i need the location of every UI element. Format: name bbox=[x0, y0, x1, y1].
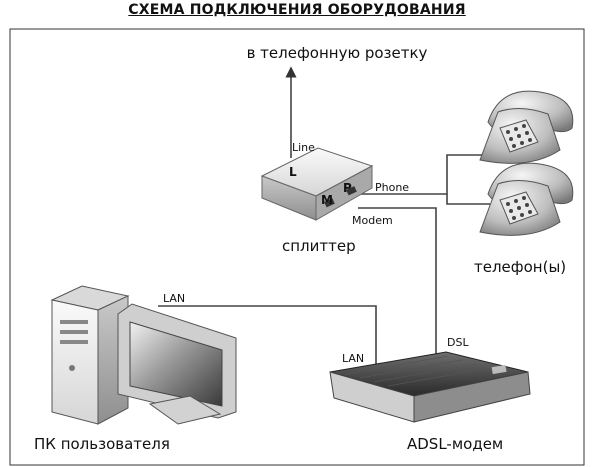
pc-monitor bbox=[117, 303, 237, 425]
modem-label: ADSL-модем bbox=[407, 435, 503, 453]
cables bbox=[158, 66, 490, 372]
pc-lan-port-label: LAN bbox=[163, 292, 185, 305]
telephone-1 bbox=[479, 90, 574, 164]
telephone-2 bbox=[479, 162, 574, 236]
diagram-frame bbox=[9, 28, 585, 466]
phone-cable-1 bbox=[358, 154, 490, 195]
phones-label: телефон(ы) bbox=[474, 258, 566, 276]
splitter-l-letter: L bbox=[289, 165, 297, 179]
dsl-port-label: DSL bbox=[447, 336, 469, 349]
pc-tower bbox=[50, 285, 130, 425]
diagram-title: СХЕМА ПОДКЛЮЧЕНИЯ ОБОРУДОВАНИЯ bbox=[128, 2, 466, 18]
modem-lan-port-label: LAN bbox=[342, 352, 364, 365]
splitter-label: сплиттер bbox=[282, 237, 356, 255]
dsl-cable bbox=[358, 207, 437, 370]
modem-port-label: Modem bbox=[352, 214, 393, 227]
phone-port-label: Phone bbox=[375, 181, 409, 194]
adsl-modem-device bbox=[329, 351, 531, 423]
splitter-device bbox=[260, 147, 374, 221]
phone-socket-label: в телефонную розетку bbox=[247, 44, 428, 62]
pc-label: ПК пользователя bbox=[34, 435, 170, 453]
splitter-p-letter: P bbox=[343, 181, 352, 195]
splitter-m-letter: M bbox=[321, 193, 333, 207]
lan-cable bbox=[158, 305, 377, 372]
line-port-label: Line bbox=[292, 141, 315, 154]
phone-cable-2 bbox=[446, 194, 490, 205]
